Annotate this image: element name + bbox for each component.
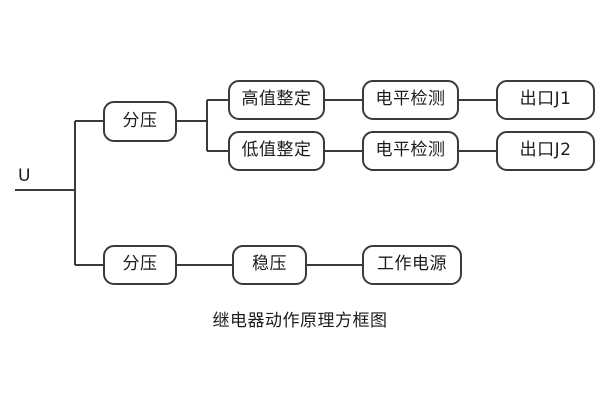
node-high-set[interactable]: 高值整定: [228, 80, 325, 120]
node-label-regulator: 稳压: [252, 254, 287, 274]
node-divider-bottom[interactable]: 分压: [103, 245, 177, 285]
node-level-detect-1[interactable]: 电平检测: [362, 80, 459, 120]
node-output-j2[interactable]: 出口J2: [496, 131, 595, 171]
node-label-divider-top: 分压: [122, 110, 158, 131]
node-output-j1[interactable]: 出口J1: [496, 80, 595, 120]
diagram-caption: 继电器动作原理方框图: [212, 311, 388, 331]
node-regulator[interactable]: 稳压: [232, 245, 307, 285]
node-label-level-detect-1: 电平检测: [375, 89, 446, 109]
node-work-supply[interactable]: 工作电源: [362, 245, 462, 285]
node-low-set[interactable]: 低值整定: [228, 131, 325, 171]
node-label-output-j1: 出口J1: [519, 89, 572, 109]
node-label-high-set: 高值整定: [241, 89, 312, 109]
input-voltage-label: U: [18, 166, 31, 186]
node-label-work-supply: 工作电源: [377, 254, 447, 274]
node-label-level-detect-2: 电平检测: [375, 140, 446, 160]
node-divider-top[interactable]: 分压: [103, 101, 177, 142]
node-label-divider-bottom: 分压: [122, 254, 158, 274]
node-label-output-j2: 出口J2: [519, 140, 572, 160]
node-level-detect-2[interactable]: 电平检测: [362, 131, 459, 171]
node-label-low-set: 低值整定: [241, 140, 312, 160]
